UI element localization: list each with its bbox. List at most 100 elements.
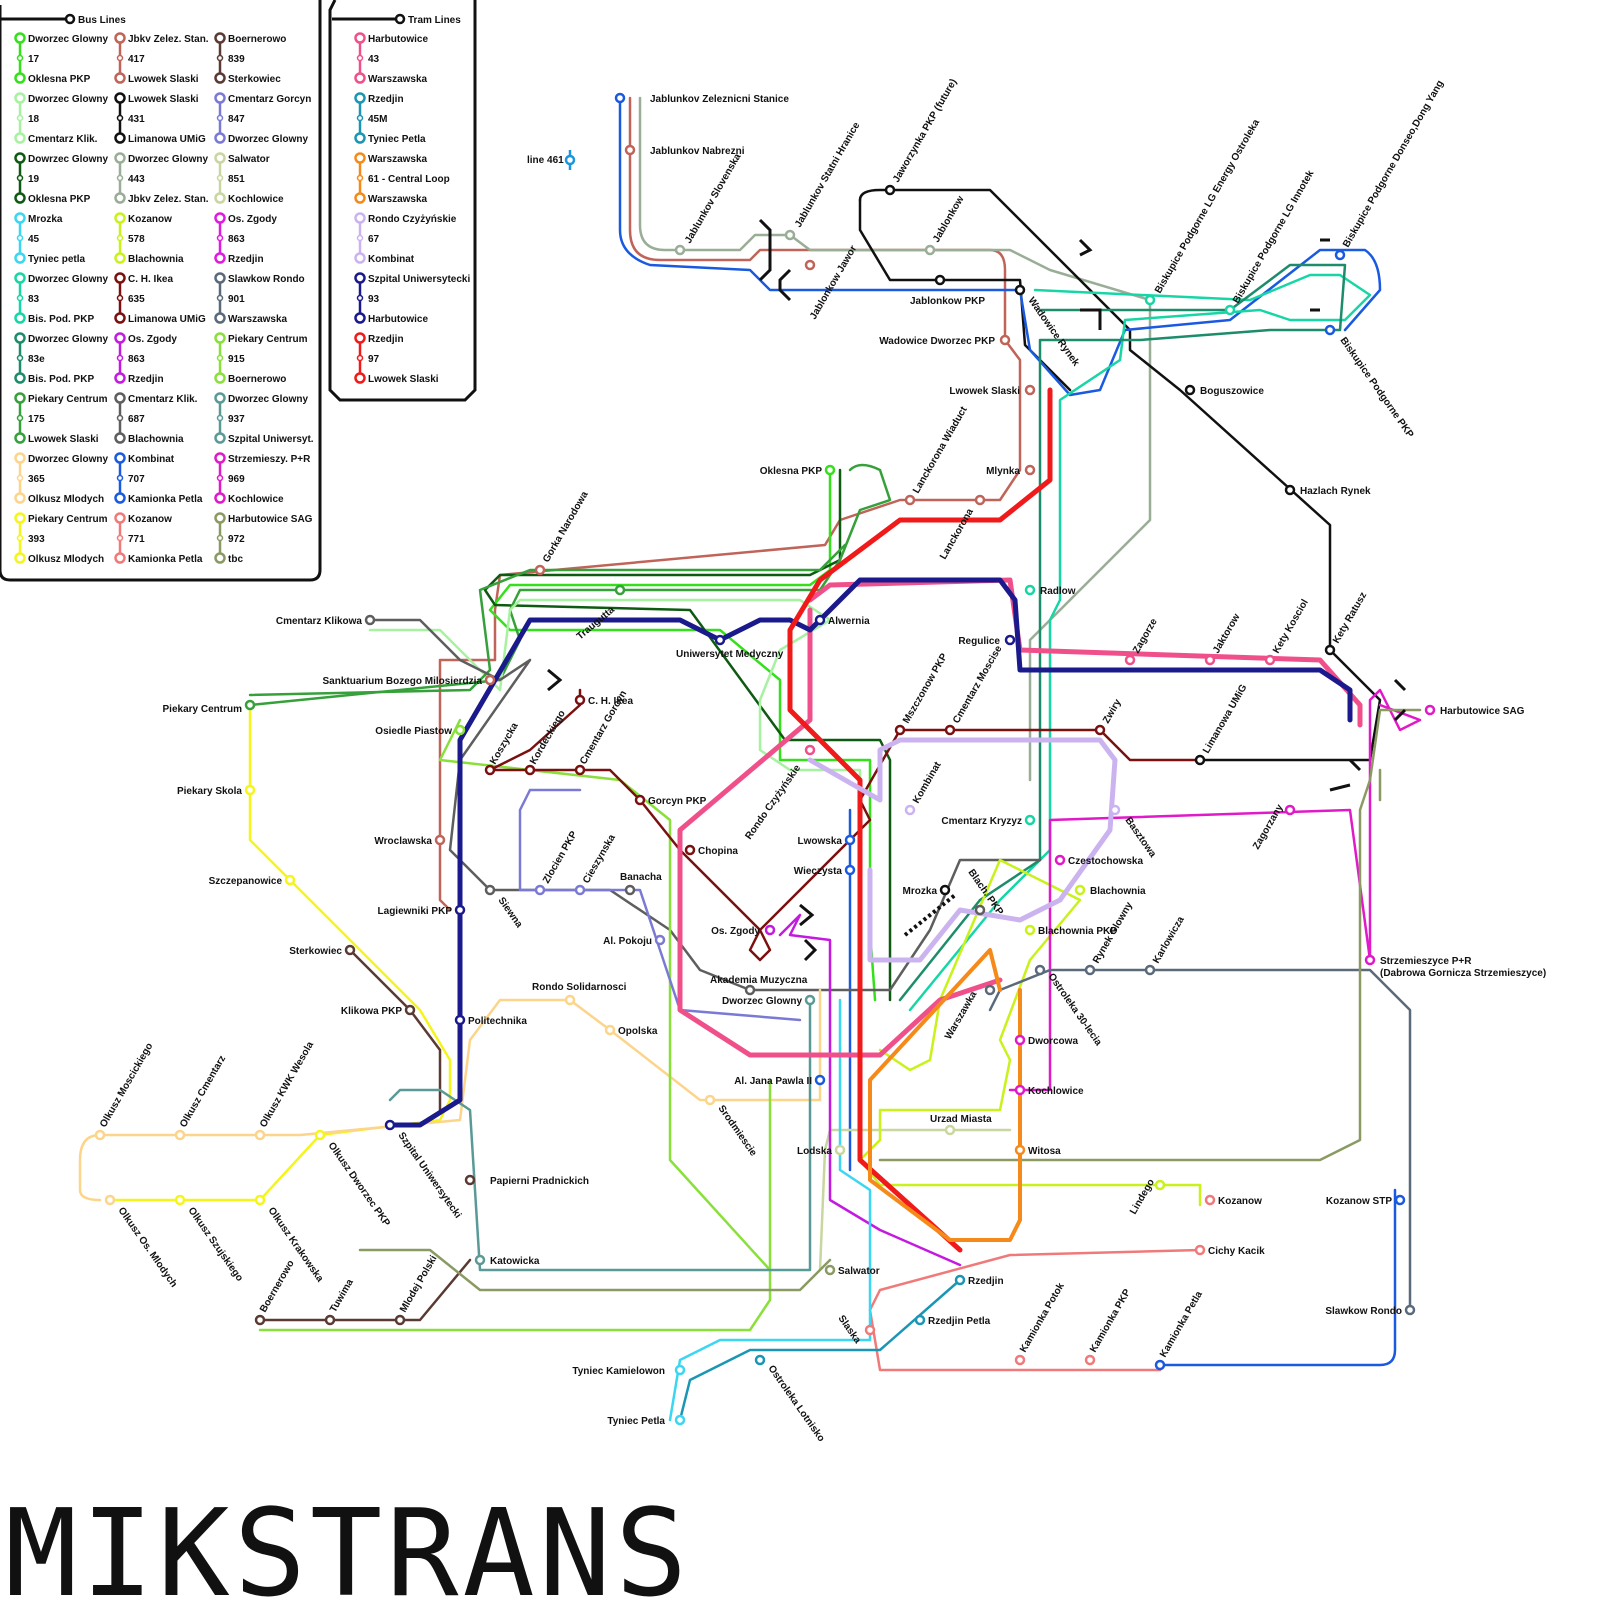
- station[interactable]: Politechnika: [454, 1014, 527, 1027]
- station[interactable]: Slawkow Rondo: [1325, 1304, 1416, 1317]
- station-marker[interactable]: [1024, 464, 1036, 476]
- station[interactable]: Lodska: [797, 1144, 846, 1157]
- station[interactable]: Rondo Solidarnosci: [532, 982, 627, 1006]
- station[interactable]: Jablunkov Nabrezni: [624, 144, 745, 157]
- station-marker[interactable]: [974, 494, 986, 506]
- station[interactable]: Mlynka: [986, 464, 1036, 477]
- station-marker[interactable]: [174, 1129, 186, 1141]
- station-marker[interactable]: [864, 1324, 876, 1336]
- station-marker[interactable]: [974, 904, 986, 916]
- station-marker[interactable]: [434, 834, 446, 846]
- station-marker[interactable]: [574, 764, 586, 776]
- station[interactable]: Piekary Skola: [177, 784, 256, 797]
- station[interactable]: Kochlowice: [1014, 1084, 1084, 1097]
- station[interactable]: Wadowice Dworzec PKP: [879, 334, 1011, 347]
- station[interactable]: Hazlach Rynek: [1284, 484, 1371, 497]
- station-marker[interactable]: [824, 1264, 836, 1276]
- station-marker[interactable]: [484, 884, 496, 896]
- station-marker[interactable]: [1054, 854, 1066, 866]
- station[interactable]: Sterkowiec: [289, 944, 356, 957]
- station-marker[interactable]: [804, 744, 816, 756]
- station-marker[interactable]: [784, 229, 796, 241]
- station-marker[interactable]: [1024, 384, 1036, 396]
- station-marker[interactable]: [1014, 1144, 1026, 1156]
- station-marker[interactable]: [914, 1314, 926, 1326]
- station[interactable]: Piekary Centrum: [163, 699, 256, 715]
- station[interactable]: Wroclawska: [374, 834, 446, 847]
- station-marker[interactable]: [614, 584, 626, 596]
- station[interactable]: Traugutta: [575, 584, 626, 642]
- station[interactable]: Regulice: [958, 634, 1016, 647]
- station-marker[interactable]: [804, 994, 816, 1006]
- station[interactable]: Zagorzany: [1251, 802, 1296, 852]
- station[interactable]: Zwiry: [1094, 697, 1124, 736]
- station-marker[interactable]: [254, 1314, 266, 1326]
- station-marker[interactable]: [764, 924, 776, 936]
- station[interactable]: Sanktuarium Bozego Milosierdzia: [323, 674, 496, 687]
- station[interactable]: Biskupice Podgorne PKP: [1324, 324, 1416, 440]
- station[interactable]: Osiedle Piastow: [375, 724, 466, 737]
- station[interactable]: Mrozka: [903, 884, 951, 897]
- station-marker[interactable]: [344, 944, 356, 956]
- station-marker[interactable]: [404, 1004, 416, 1016]
- station-marker[interactable]: [714, 634, 726, 646]
- station-marker[interactable]: [244, 699, 256, 711]
- station-marker[interactable]: [904, 804, 916, 816]
- station[interactable]: Katowicka: [474, 1254, 540, 1267]
- station-marker[interactable]: [744, 984, 756, 996]
- station-marker[interactable]: [254, 1194, 266, 1206]
- station-marker[interactable]: [104, 1194, 116, 1206]
- station[interactable]: Mlodej Polski: [394, 1253, 440, 1326]
- station[interactable]: Cmentarz Klikowa: [276, 614, 376, 627]
- station-marker[interactable]: [1324, 644, 1336, 656]
- station[interactable]: Oklesna PKP: [760, 464, 836, 477]
- station[interactable]: Kamionka Potok: [1014, 1281, 1067, 1366]
- station[interactable]: Kamionka PKP: [1084, 1287, 1133, 1366]
- station[interactable]: Uniwersytet Medyczny: [676, 634, 784, 660]
- station[interactable]: Cmentarz Kryzyz: [941, 814, 1036, 827]
- station[interactable]: Papierni Pradnickich: [464, 1174, 589, 1187]
- station-marker[interactable]: [1364, 954, 1376, 966]
- station[interactable]: Salwator: [824, 1264, 880, 1277]
- station-marker[interactable]: [524, 764, 536, 776]
- station-marker[interactable]: [174, 1194, 186, 1206]
- station-marker[interactable]: [1024, 814, 1036, 826]
- station-marker[interactable]: [1194, 754, 1206, 766]
- station-marker[interactable]: [954, 1274, 966, 1286]
- station-marker[interactable]: [944, 724, 956, 736]
- station[interactable]: Jablonkow PKP: [910, 274, 985, 307]
- station-marker[interactable]: [1109, 804, 1121, 816]
- station[interactable]: Kozanow: [1204, 1194, 1262, 1207]
- station[interactable]: Dworzec Glowny: [722, 994, 816, 1007]
- station-marker[interactable]: [1154, 1359, 1166, 1371]
- station-marker[interactable]: [924, 244, 936, 256]
- station[interactable]: Olkusz Dworzec PKP: [314, 1129, 392, 1229]
- station[interactable]: Karlowicza: [1144, 914, 1187, 976]
- station[interactable]: Czestochowska: [1054, 854, 1143, 867]
- station-marker[interactable]: [1144, 294, 1156, 306]
- station-marker[interactable]: [1024, 924, 1036, 936]
- station[interactable]: Wieczysta: [794, 864, 856, 877]
- station-marker[interactable]: [614, 92, 626, 104]
- station-marker[interactable]: [464, 1174, 476, 1186]
- station-marker[interactable]: [1014, 1034, 1026, 1046]
- station-marker[interactable]: [999, 334, 1011, 346]
- station-marker[interactable]: [484, 674, 496, 686]
- station-marker[interactable]: [1424, 704, 1436, 716]
- station-marker[interactable]: [674, 1364, 686, 1376]
- station[interactable]: Kombinat: [904, 759, 944, 816]
- station-marker[interactable]: [804, 259, 816, 271]
- station[interactable]: Alwernia: [814, 614, 870, 627]
- station-marker[interactable]: [1284, 484, 1296, 496]
- station[interactable]: Tyniec Kamielowon: [572, 1364, 686, 1377]
- station[interactable]: Mszczonow PKP: [894, 651, 950, 736]
- station[interactable]: Szczepanowice: [209, 874, 296, 887]
- station-marker[interactable]: [834, 1144, 846, 1156]
- station[interactable]: Radlow: [1024, 584, 1076, 597]
- station[interactable]: Strzemieszyce P+R: [1364, 954, 1472, 967]
- station[interactable]: Kordeckiego: [524, 709, 568, 776]
- station-marker[interactable]: [604, 1024, 616, 1036]
- station-marker[interactable]: [654, 934, 666, 946]
- station-marker[interactable]: [814, 614, 826, 626]
- station-marker[interactable]: [844, 834, 856, 846]
